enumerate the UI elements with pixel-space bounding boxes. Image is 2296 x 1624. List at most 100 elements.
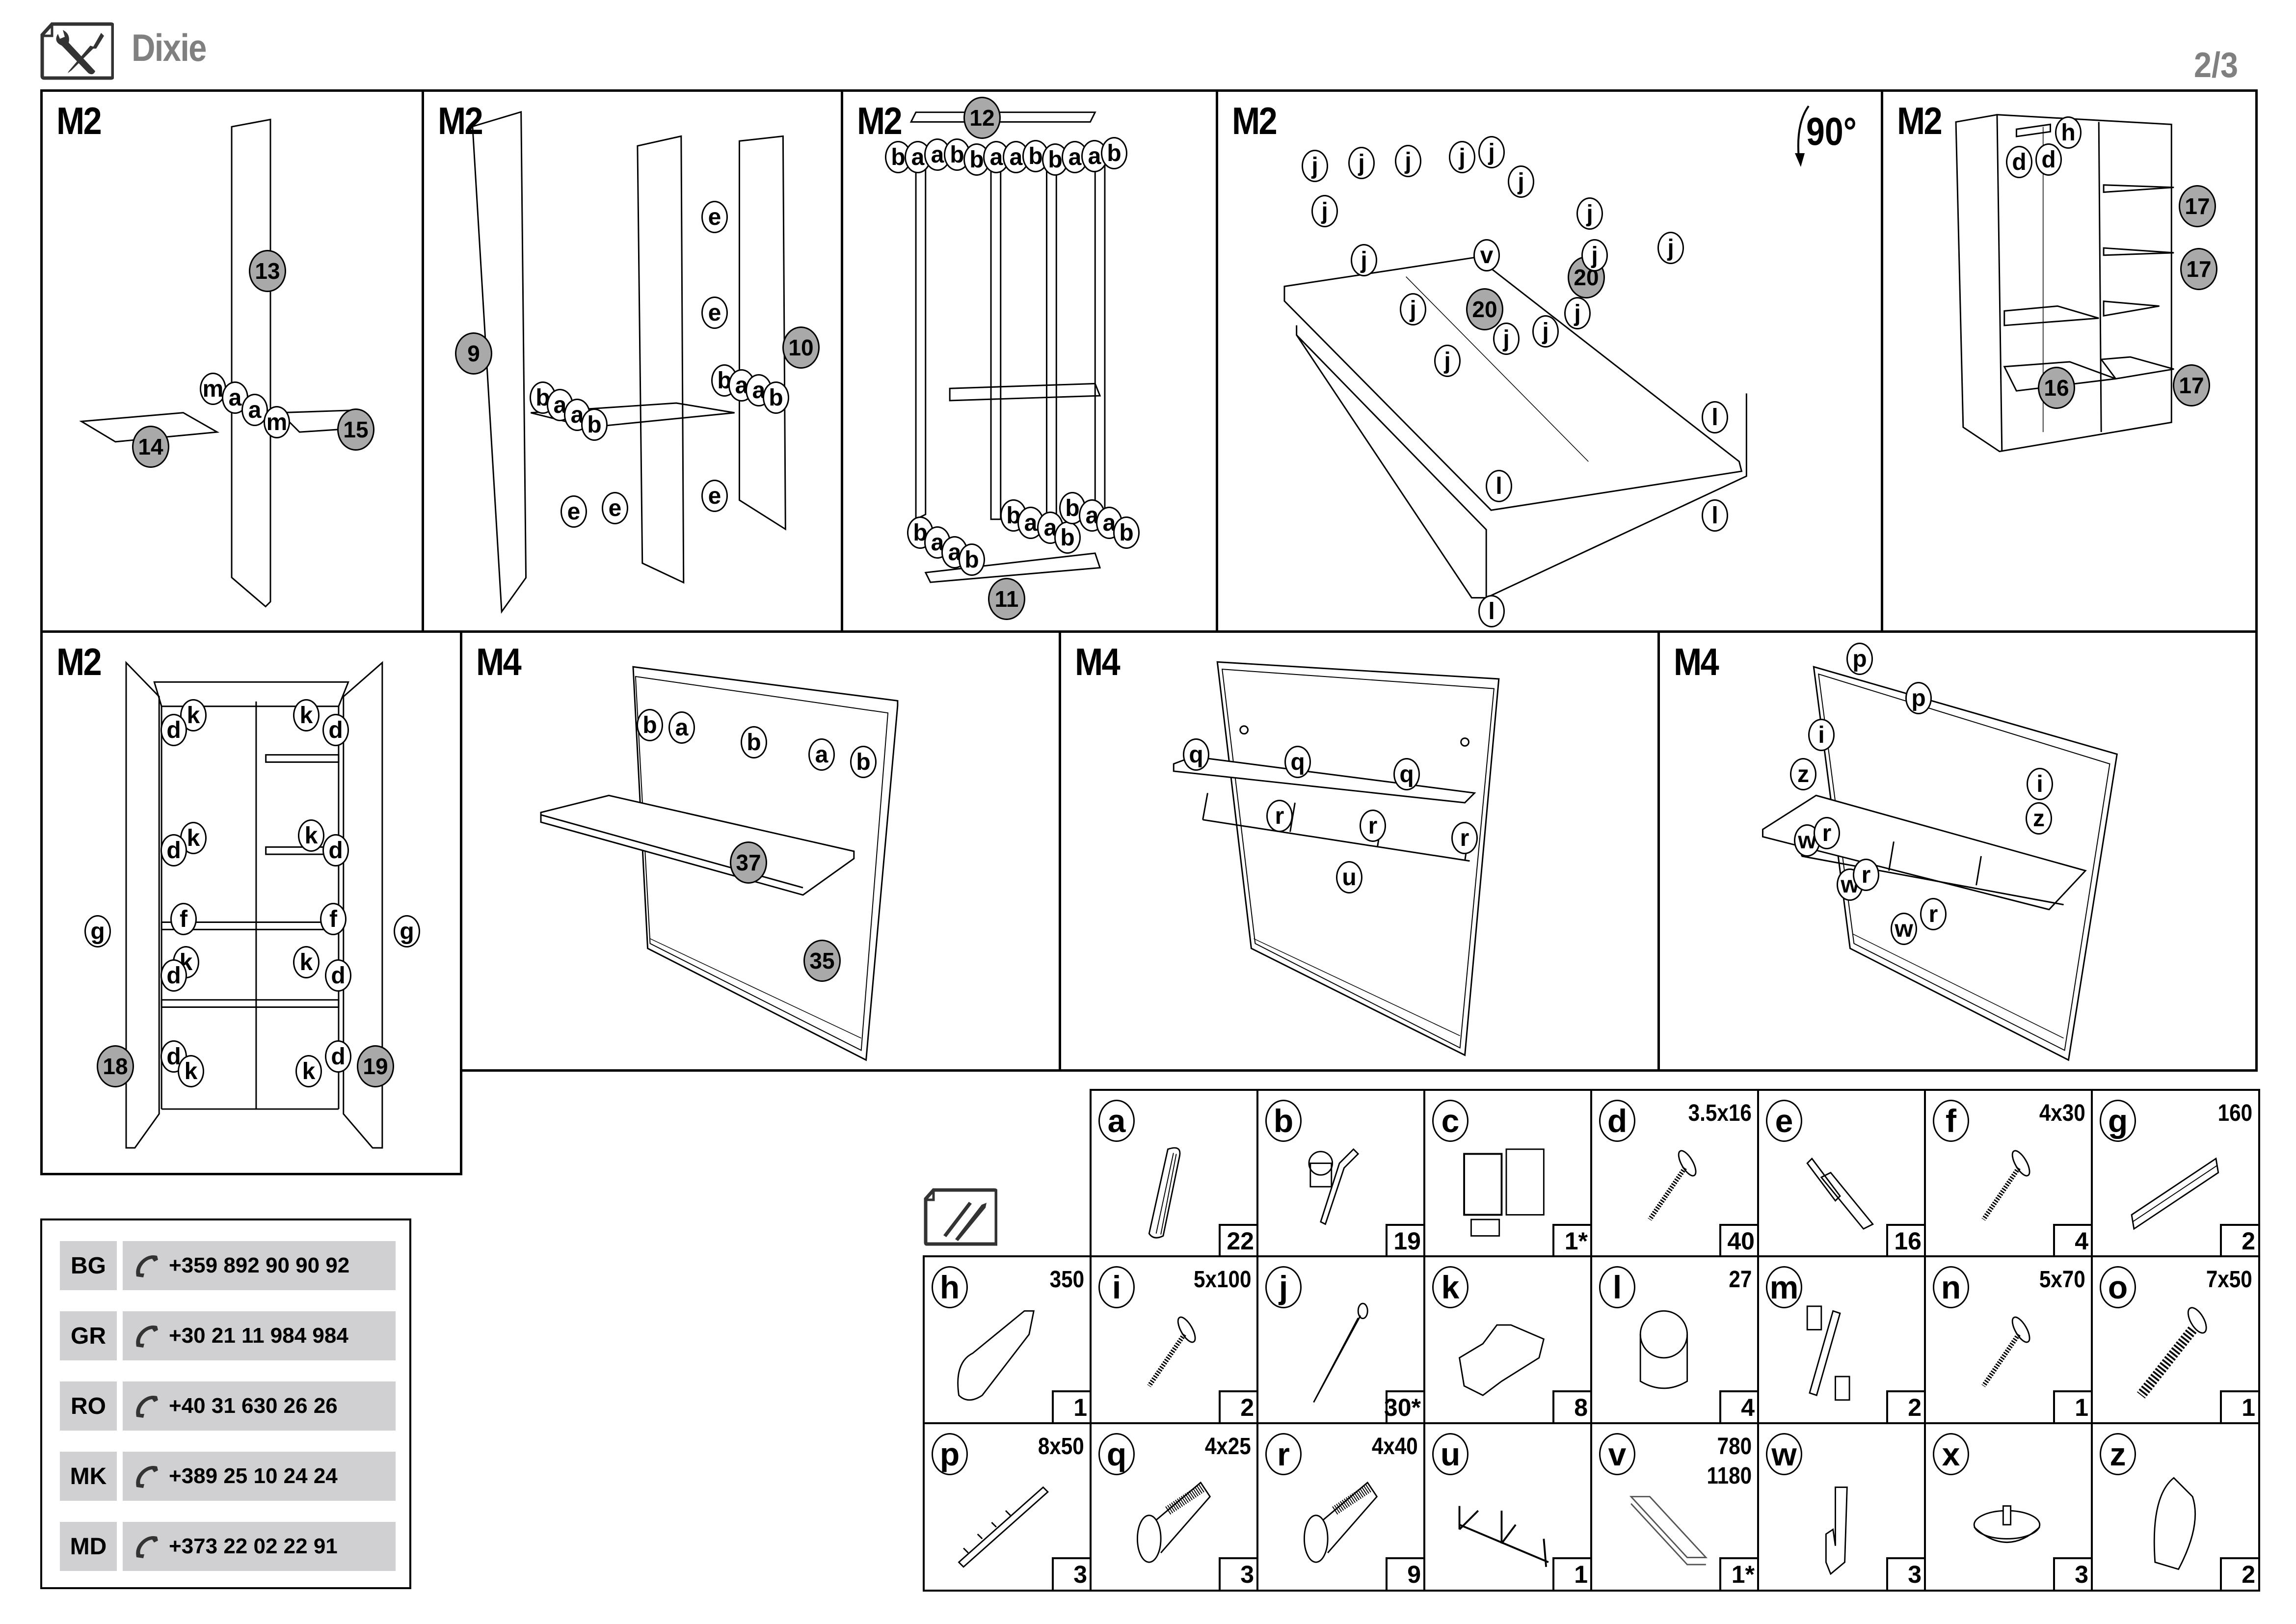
hardware-callout: j (1478, 136, 1505, 168)
confirmat-screw-icon (2136, 1307, 2207, 1399)
hardware-callout: q (1284, 746, 1311, 778)
hardware-callout: l (1702, 499, 1728, 532)
assembly-drawing (1955, 114, 2174, 453)
assembly-drawing (540, 666, 899, 1061)
part-callout: 14 (132, 426, 169, 468)
brand-title: Dixie (132, 26, 207, 69)
hardware-letter: l (1599, 1266, 1635, 1308)
phone-field[interactable]: +389 25 10 24 24 (123, 1452, 396, 1501)
hardware-callout: j (1449, 141, 1475, 173)
hardware-callout: i (2027, 768, 2053, 800)
hardware-letter: w (1766, 1433, 1802, 1475)
hardware-callout: g (394, 915, 420, 947)
module-label: M4 (1674, 640, 1719, 683)
phone-icon (136, 1326, 158, 1348)
hardware-callout: r (1451, 822, 1478, 854)
hardware-callout: b (959, 543, 985, 576)
hardware-size: 4x30 (2039, 1100, 2085, 1126)
part-callout: 13 (249, 250, 286, 292)
hook-icon (1825, 1486, 1848, 1575)
hardware-size: 160 (2217, 1100, 2252, 1126)
hardware-size: 780 1180 (1707, 1434, 1752, 1489)
assembly-drawing (1762, 666, 2118, 1061)
hardware-size: 5x70 (2039, 1267, 2085, 1293)
phone-icon (136, 1255, 158, 1277)
hardware-callout: b (850, 746, 877, 778)
page-number: 2/3 (2194, 46, 2239, 85)
hardware-callout: m (264, 406, 290, 438)
hardware-callout: j (1576, 197, 1603, 230)
rotate-arrow-icon (1795, 105, 1810, 167)
phone-field[interactable]: +373 22 02 22 91 (123, 1522, 396, 1571)
hardware-size: 7x50 (2206, 1267, 2252, 1293)
hardware-quantity: 1 (2220, 1390, 2260, 1425)
double-cam-icon (1806, 1305, 1850, 1401)
hardware-callout: j (1434, 345, 1461, 377)
hardware-callout: j (1400, 293, 1426, 325)
hardware-callout: l (1478, 595, 1505, 627)
module-label: M2 (438, 99, 483, 142)
hardware-callout: r (1853, 859, 1879, 891)
hardware-callout: j (1657, 232, 1684, 264)
hardware-letter: o (2100, 1266, 2136, 1308)
phone-number[interactable]: +389 25 10 24 24 (169, 1464, 338, 1488)
phone-number[interactable]: +359 892 90 90 92 (169, 1253, 350, 1277)
hardware-letter: x (1933, 1433, 1969, 1475)
hardware-callout: j (1564, 297, 1591, 329)
hardware-callout: a (668, 711, 695, 744)
hardware-callout: e (701, 480, 728, 512)
hardware-callout: b (1113, 516, 1140, 549)
hardware-letter: k (1432, 1266, 1468, 1308)
module-label: M4 (476, 640, 522, 683)
hardware-quantity: 9 (1386, 1557, 1426, 1592)
country-code: RO (60, 1381, 117, 1431)
step-panel-8: M4 q q q r r r u (1059, 630, 1660, 1072)
hardware-callout: p (1905, 682, 1932, 714)
country-code: BG (60, 1241, 117, 1290)
hardware-quantity: 2 (2220, 1224, 2260, 1258)
hardware-size: 5x100 (1193, 1267, 1251, 1293)
hardware-callout: d (325, 959, 351, 992)
hardware-quantity: 3 (1052, 1557, 1092, 1592)
hardware-quantity: 3 (1219, 1557, 1259, 1592)
phone-icon (136, 1396, 158, 1418)
hardware-size: 8x50 (1038, 1434, 1084, 1460)
country-code: MK (60, 1452, 117, 1501)
hardware-quantity: 2 (1886, 1390, 1926, 1425)
hardware-quantity: 3 (2053, 1557, 2093, 1592)
phone-number[interactable]: +40 31 630 26 26 (169, 1394, 338, 1418)
hanger-rail-icon (957, 1310, 1035, 1401)
phone-field[interactable]: +359 892 90 90 92 (123, 1241, 396, 1290)
hardware-callout: r (1920, 898, 1947, 930)
phone-field[interactable]: +30 21 11 984 984 (123, 1311, 396, 1360)
hardware-callout: e (701, 201, 728, 233)
rotation-label: 90° (1806, 109, 1857, 153)
module-label: M2 (1232, 99, 1278, 142)
hardware-callout: r (1266, 800, 1293, 832)
hardware-callout: d (2006, 146, 2032, 178)
hardware-letter: u (1432, 1433, 1468, 1475)
phone-number[interactable]: +373 22 02 22 91 (169, 1534, 338, 1558)
country-code: GR (60, 1311, 117, 1360)
hardware-callout: f (170, 903, 197, 935)
part-callout: 17 (2179, 185, 2216, 227)
phone-number[interactable]: +30 21 11 984 984 (169, 1324, 348, 1348)
part-callout: 9 (455, 332, 492, 375)
hardware-callout: l (1702, 401, 1728, 433)
hardware-quantity: 1 (1052, 1390, 1092, 1425)
hardware-quantity: 16 (1886, 1224, 1926, 1258)
hardware-callout: k (298, 819, 324, 852)
assembly-drawing (79, 118, 374, 608)
phone-field[interactable]: +40 31 630 26 26 (123, 1381, 396, 1431)
hardware-callout: e (701, 297, 728, 329)
hardware-quantity: 4 (1719, 1390, 1760, 1425)
